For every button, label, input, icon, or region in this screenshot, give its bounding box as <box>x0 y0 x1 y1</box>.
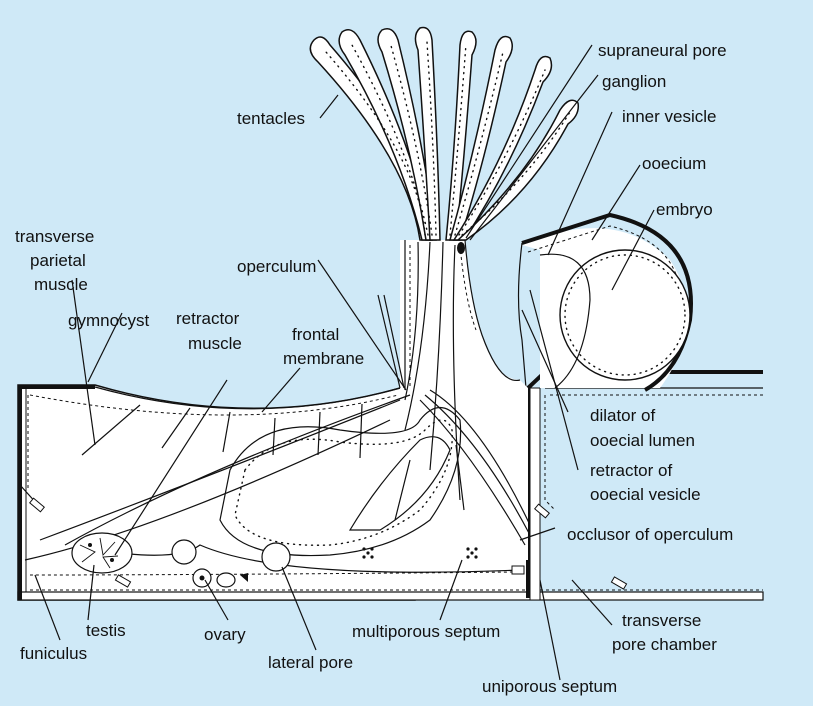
ooecium <box>519 215 692 390</box>
label-transverse-parietal-muscle-1: transverse <box>15 227 94 246</box>
label-lateral-pore: lateral pore <box>268 653 353 672</box>
label-funiculus: funiculus <box>20 644 87 663</box>
label-supraneural-pore: supraneural pore <box>598 41 727 60</box>
label-multiporous-septum: multiporous septum <box>352 622 500 641</box>
label-frontal-membrane-2: membrane <box>283 349 364 368</box>
label-transverse-parietal-muscle-3: muscle <box>34 275 88 294</box>
label-dilator-2: ooecial lumen <box>590 431 695 450</box>
label-retractor-muscle-2: muscle <box>188 334 242 353</box>
label-ovary: ovary <box>204 625 246 644</box>
label-operculum: operculum <box>237 257 316 276</box>
label-transverse-pore-chamber-2: pore chamber <box>612 635 717 654</box>
label-inner-vesicle: inner vesicle <box>622 107 717 126</box>
label-frontal-membrane-1: frontal <box>292 325 339 344</box>
testis <box>72 533 132 573</box>
label-retractor-muscle-1: retractor <box>176 309 240 328</box>
label-ganglion: ganglion <box>602 72 666 91</box>
tentacle-crown <box>310 28 578 241</box>
label-dilator-1: dilator of <box>590 406 655 425</box>
label-occlusor-of-operculum: occlusor of operculum <box>567 525 733 544</box>
label-uniporous-septum: uniporous septum <box>482 677 617 696</box>
label-ooecium: ooecium <box>642 154 706 173</box>
label-testis: testis <box>86 621 126 640</box>
label-transverse-pore-chamber-1: transverse <box>622 611 701 630</box>
label-embryo: embryo <box>656 200 713 219</box>
label-gymnocyst: gymnocyst <box>68 311 150 330</box>
label-transverse-parietal-muscle-2: parietal <box>30 251 86 270</box>
ganglion-shape <box>457 242 465 254</box>
label-retractor-ooecial-1: retractor of <box>590 461 672 480</box>
label-tentacles: tentacles <box>237 109 305 128</box>
embryo-shape <box>560 250 690 380</box>
label-retractor-ooecial-2: ooecial vesicle <box>590 485 701 504</box>
